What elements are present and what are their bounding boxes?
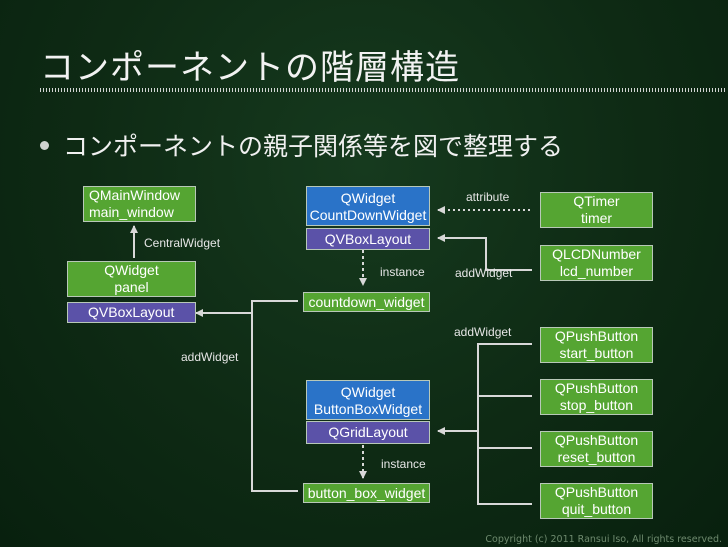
reset-button-class: QPushButton (554, 432, 639, 448)
countdown-layout-box: QVBoxLayout (306, 228, 430, 250)
panel-layout-box: QVBoxLayout (67, 302, 196, 323)
add-widget-buttons-label: addWidget (454, 325, 512, 339)
central-widget-label: CentralWidget (144, 236, 221, 250)
stop-button-box: QPushButton stop_button (540, 379, 653, 415)
timer-class: QTimer (573, 193, 620, 209)
main-window-name: main_window (89, 204, 174, 220)
reset-button-name: reset_button (557, 449, 636, 465)
add-widget-lcd-label: addWidget (455, 266, 513, 280)
panel-box: QWidget panel (67, 261, 196, 297)
attribute-label: attribute (466, 190, 510, 204)
quit-button-class: QPushButton (554, 484, 639, 500)
panel-class: QWidget (104, 262, 159, 278)
instance-top-label: instance (380, 265, 425, 279)
copyright-notice: Copyright (c) 2011 Ransui Iso, All right… (485, 534, 722, 545)
main-window-box: QMainWindow main_window (83, 186, 196, 222)
panel-name: panel (114, 279, 149, 295)
main-window-class: QMainWindow (89, 187, 181, 203)
add-lcd-arrow (437, 234, 532, 271)
instance-bottom-label: instance (381, 457, 426, 471)
add-widget-left-label: addWidget (181, 350, 239, 364)
buttonbox-layout-box: QGridLayout (306, 421, 430, 444)
countdown-type-box: QWidget CountDownWidget (306, 186, 430, 226)
timer-name: timer (580, 210, 613, 226)
start-button-box: QPushButton start_button (540, 327, 653, 363)
stop-button-name: stop_button (559, 397, 634, 413)
buttonbox-class: QWidget (340, 384, 396, 400)
bullet-dot-icon (40, 140, 49, 150)
lcd-name: lcd_number (559, 263, 634, 279)
bullet-item: コンポーネントの親子関係等を図で整理する (40, 127, 563, 163)
lcd-box: QLCDNumber lcd_number (540, 245, 653, 281)
stop-button-class: QPushButton (554, 380, 639, 396)
quit-button-name: quit_button (561, 501, 632, 517)
timer-box: QTimer timer (540, 192, 653, 228)
countdown-class: QWidget (340, 190, 396, 206)
quit-button-box: QPushButton quit_button (540, 483, 653, 519)
lcd-class: QLCDNumber (552, 246, 641, 262)
reset-button-box: QPushButton reset_button (540, 431, 653, 467)
countdown-type: CountDownWidget (309, 207, 427, 223)
bullet-text: コンポーネントの親子関係等を図で整理する (63, 132, 564, 161)
start-button-name: start_button (559, 345, 634, 361)
add-buttons-bracket (477, 343, 532, 505)
buttonbox-type-box: QWidget ButtonBoxWidget (306, 380, 430, 420)
buttonbox-instance-box: button_box_widget (303, 483, 430, 503)
start-button-class: QPushButton (554, 328, 639, 344)
title-divider (40, 88, 725, 92)
countdown-instance-box: countdown_widget (303, 292, 430, 312)
add-left-bracket (251, 300, 298, 492)
buttonbox-type: ButtonBoxWidget (313, 401, 423, 417)
slide-title: コンポーネントの階層構造 (40, 48, 460, 88)
